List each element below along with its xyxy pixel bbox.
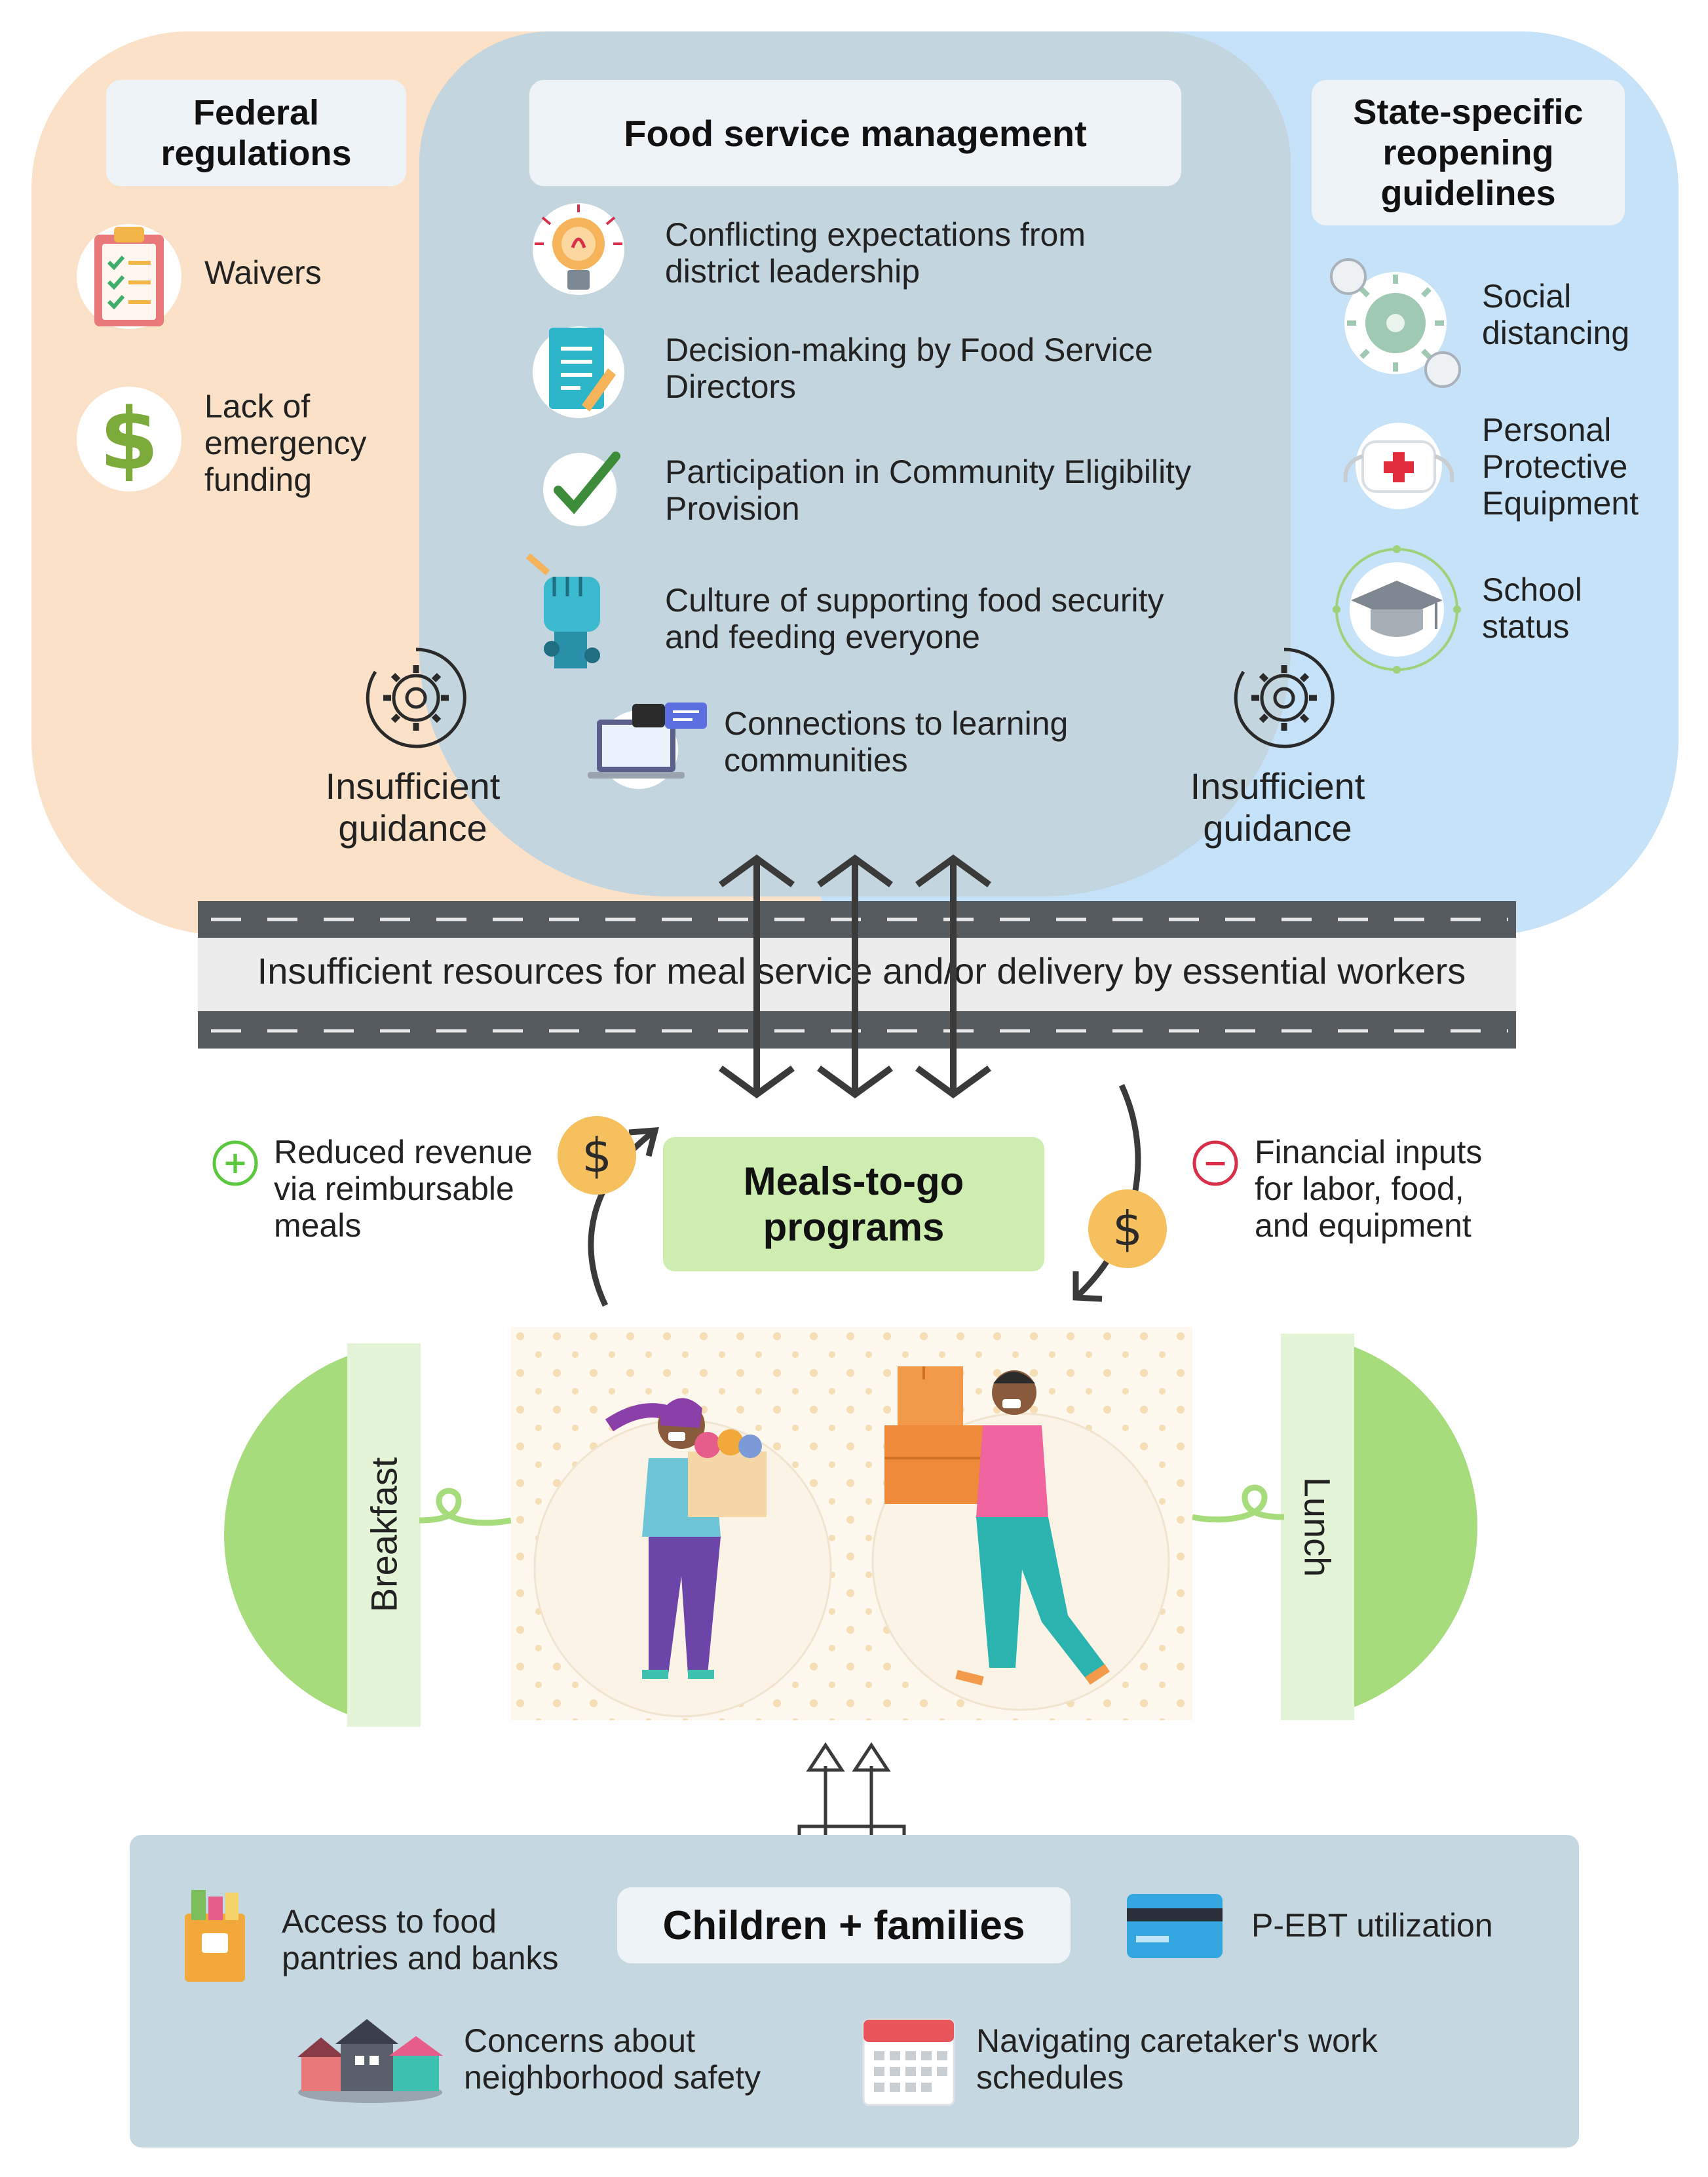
state-item-school-status: School status: [1482, 571, 1582, 645]
state-title-line1: State-specific: [1353, 92, 1584, 132]
minus-circle-icon: −: [1192, 1140, 1238, 1186]
breakfast-connector: [419, 1488, 511, 1526]
laptop-chat-icon: [588, 703, 707, 789]
coin-icon: $: [1088, 1189, 1167, 1268]
raised-fist-icon: [525, 553, 600, 668]
federal-title-line1: Federal: [193, 93, 320, 132]
upward-arrows: [797, 1742, 906, 1840]
federal-title-line2: regulations: [161, 134, 352, 173]
calendar-icon: [862, 2018, 955, 2106]
mask-icon: [1343, 423, 1454, 509]
fsm-item-connections: Connections to learning communities: [724, 705, 1069, 779]
man-with-boxes-figure: [884, 1366, 1110, 1686]
families-item-schedules: Navigating caretaker's work schedules: [976, 2022, 1378, 2096]
graduation-cap-icon: [1333, 545, 1461, 674]
breakfast-band: [347, 1343, 421, 1727]
checkmark-icon: [543, 452, 620, 526]
state-title-line2: reopening: [1382, 133, 1554, 172]
plus-circle-icon: +: [212, 1140, 258, 1186]
food-service-management-header: Food service management: [529, 80, 1181, 186]
gear-icon: [366, 647, 466, 748]
breakfast-label: Breakfast: [363, 1457, 405, 1613]
families-item-pebt: P-EBT utilization: [1251, 1907, 1493, 1944]
meals-title-line2: programs: [763, 1204, 945, 1249]
guidance-right-label: Insufficient guidance: [1190, 765, 1365, 849]
federal-item-funding: Lack of emergency funding: [204, 388, 367, 498]
revenue-sign: +: [223, 1145, 248, 1180]
federal-item-waivers: Waivers: [204, 254, 322, 291]
fsm-item-conflicting: Conflicting expectations from district l…: [665, 216, 1086, 290]
families-item-pantries: Access to food pantries and banks: [282, 1903, 559, 1976]
families-item-safety: Concerns about neighborhood safety: [464, 2022, 761, 2096]
gear-icon: [1234, 647, 1335, 748]
inputs-sign: −: [1203, 1145, 1228, 1180]
fsm-item-participation: Participation in Community Eligibility P…: [665, 453, 1192, 527]
lightbulb-icon: [533, 203, 624, 295]
bidirectional-arrows: [719, 854, 991, 1099]
inputs-label: Financial inputs for labor, food, and eq…: [1255, 1134, 1483, 1244]
road-label: Insufficient resources for meal service …: [257, 950, 1466, 992]
families-title: Children + families: [662, 1902, 1025, 1948]
grocery-bag-icon: [185, 1890, 245, 1982]
state-item-ppe: Personal Protective Equipment: [1482, 412, 1639, 522]
fsm-item-culture: Culture of supporting food security and …: [665, 582, 1164, 655]
credit-card-icon: [1127, 1894, 1223, 1958]
state-guidelines-header: State-specific reopening guidelines: [1312, 80, 1625, 225]
lunch-label: Lunch: [1297, 1476, 1338, 1577]
coin-icon: $: [558, 1116, 636, 1195]
houses-icon: [297, 2019, 443, 2103]
svg-text:$: $: [100, 389, 159, 489]
state-item-social-distancing: Social distancing: [1482, 278, 1630, 351]
document-pen-icon: [533, 326, 624, 418]
dollar-icon: $: [77, 387, 181, 491]
federal-regulations-header: Federal regulations: [106, 80, 406, 186]
guidance-left-label: Insufficient guidance: [325, 765, 501, 849]
fsm-item-decision-making: Decision-making by Food Service Director…: [665, 332, 1153, 405]
children-families-header: Children + families: [617, 1887, 1071, 1963]
woman-with-groceries-figure: [605, 1398, 767, 1679]
fsm-title: Food service management: [624, 112, 1087, 154]
state-title-line3: guidelines: [1380, 174, 1556, 213]
lunch-band: [1281, 1334, 1354, 1720]
revenue-label: Reduced revenue via reimbursable meals: [274, 1134, 533, 1244]
lunch-connector: [1192, 1484, 1284, 1523]
money-flow-arrows: [588, 1084, 1141, 1307]
meals-to-go-box: Meals-to-go programs: [663, 1137, 1044, 1271]
meals-title-line1: Meals-to-go: [743, 1159, 964, 1203]
svg-text:$: $: [1112, 1201, 1143, 1256]
virus-people-icon: [1330, 258, 1461, 388]
clipboard-icon: [77, 224, 181, 329]
svg-text:$: $: [582, 1128, 612, 1183]
families-scene: [511, 1327, 1192, 1720]
